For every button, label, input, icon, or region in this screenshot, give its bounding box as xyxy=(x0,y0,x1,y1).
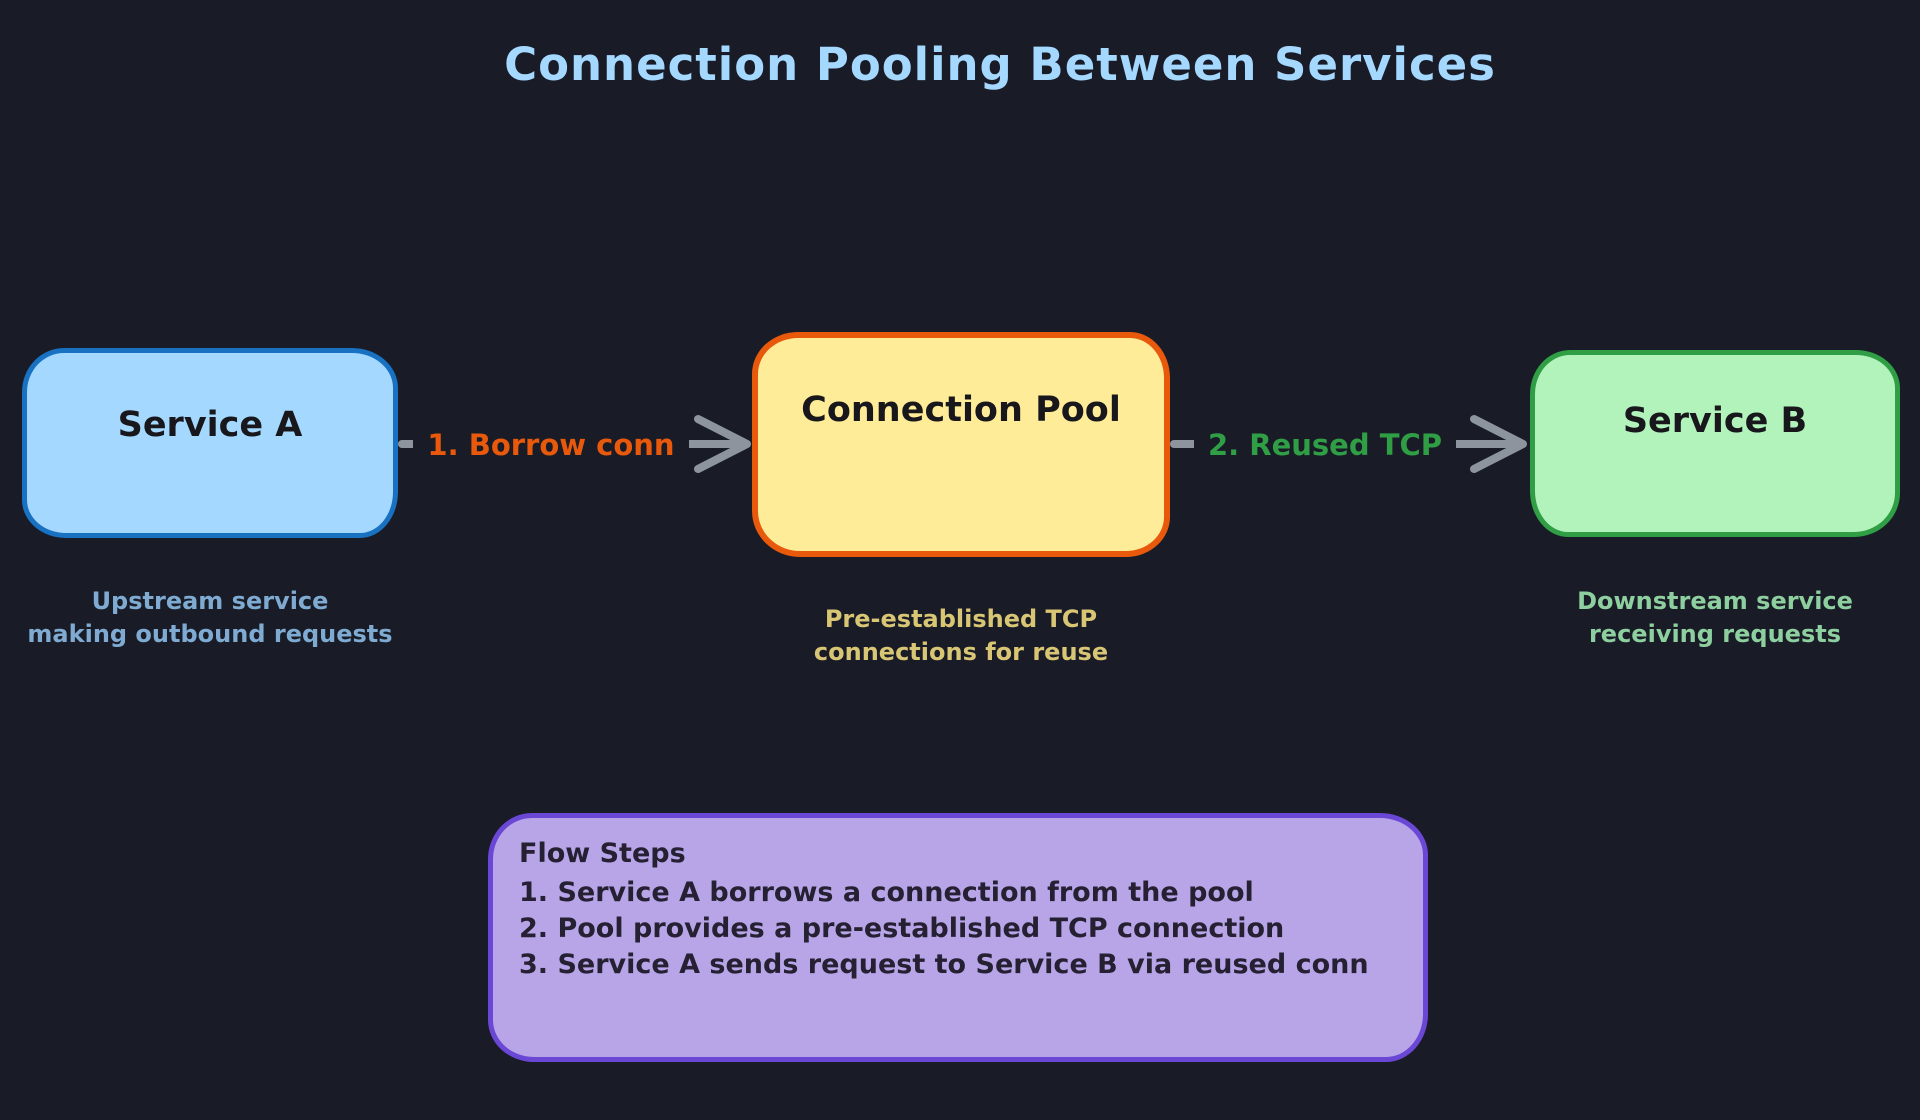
diagram-title: Connection Pooling Between Services xyxy=(504,38,1496,91)
caption-connection-pool: Pre-established TCP connections for reus… xyxy=(761,603,1161,669)
caption-line: Downstream service xyxy=(1577,587,1853,615)
arrow-reused-tcp: 2. Reused TCP xyxy=(1168,404,1528,484)
flow-steps-box: Flow Steps 1. Service A borrows a connec… xyxy=(488,813,1428,1062)
flow-step-1: 1. Service A borrows a connection from t… xyxy=(519,877,1254,908)
node-service-a-label: Service A xyxy=(117,405,303,445)
caption-line: making outbound requests xyxy=(27,620,393,648)
caption-service-b: Downstream service receiving requests xyxy=(1525,585,1905,651)
node-connection-pool-label: Connection Pool xyxy=(801,389,1121,430)
flow-step-3: 3. Service A sends request to Service B … xyxy=(519,949,1369,980)
node-service-b: Service B xyxy=(1530,350,1900,537)
node-service-a: Service A xyxy=(22,348,398,538)
caption-line: Pre-established TCP xyxy=(824,605,1098,633)
caption-service-a: Upstream service making outbound request… xyxy=(20,585,400,651)
caption-line: connections for reuse xyxy=(813,638,1109,666)
caption-line: receiving requests xyxy=(1588,620,1842,648)
node-connection-pool: Connection Pool xyxy=(752,332,1170,557)
arrow-borrow-conn: 1. Borrow conn xyxy=(396,404,752,484)
arrow-borrow-conn-label: 1. Borrow conn xyxy=(396,424,706,466)
caption-line: Upstream service xyxy=(91,587,329,615)
node-service-b-label: Service B xyxy=(1622,400,1808,441)
flow-steps-title: Flow Steps xyxy=(519,838,686,869)
arrowhead-right-icon xyxy=(1470,415,1527,473)
arrowhead-right-icon xyxy=(694,415,751,473)
flow-step-2: 2. Pool provides a pre-established TCP c… xyxy=(519,913,1285,944)
arrow-reused-tcp-label: 2. Reused TCP xyxy=(1168,424,1482,466)
